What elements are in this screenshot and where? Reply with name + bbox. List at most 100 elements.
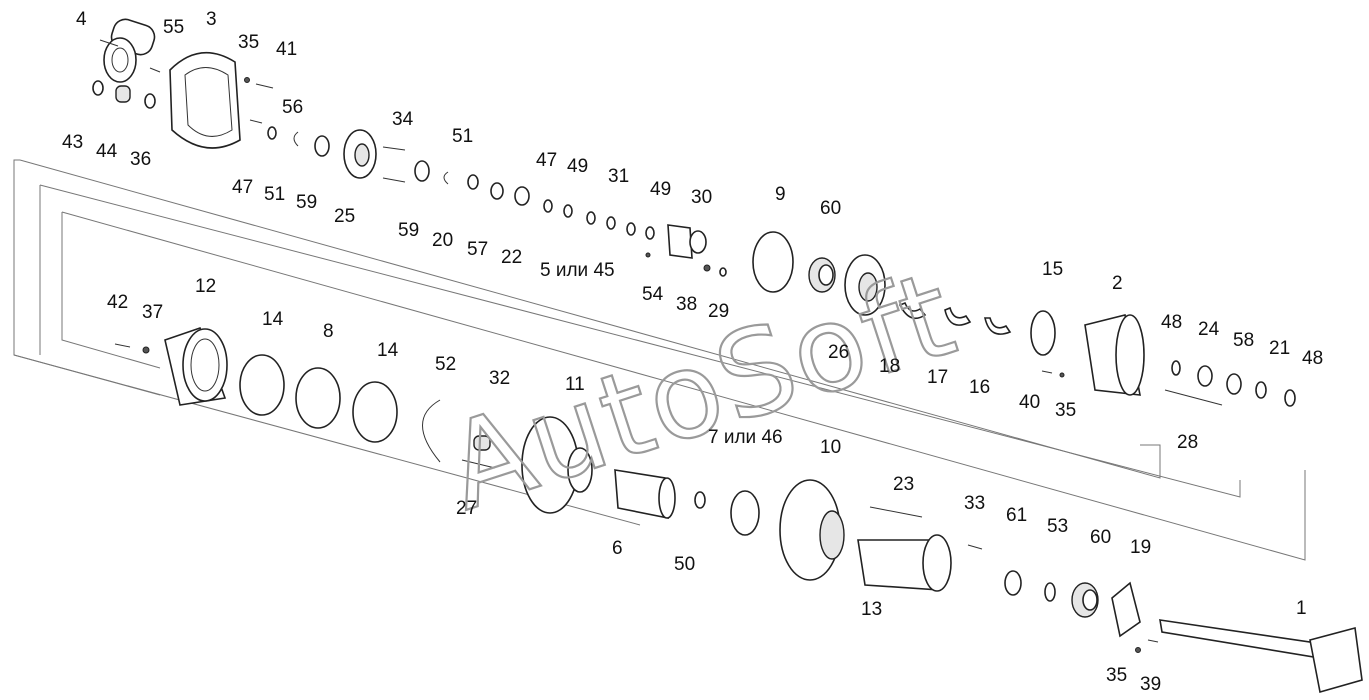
label-40: 40 <box>1019 392 1040 413</box>
label-24: 24 <box>1198 319 1220 340</box>
part-23 <box>869 506 923 518</box>
label-4: 4 <box>76 9 87 30</box>
label-55: 55 <box>163 17 184 38</box>
part-19 <box>1111 581 1141 638</box>
part-47b <box>543 199 553 213</box>
part-26 <box>844 254 886 316</box>
label-7-or-46: 7 или 46 <box>708 427 783 448</box>
label-51: 51 <box>452 126 473 147</box>
part-20 <box>467 174 479 190</box>
part-53 <box>1044 582 1056 602</box>
label-19: 19 <box>1130 537 1151 558</box>
part-28 <box>1164 389 1223 406</box>
part-33 <box>967 544 983 550</box>
label-15: 15 <box>1042 259 1063 280</box>
label-56: 56 <box>282 97 303 118</box>
assembly-frame <box>13 159 1306 561</box>
part-8 <box>295 367 341 429</box>
part-14b <box>352 381 398 443</box>
label-17: 17 <box>927 367 948 388</box>
part-21 <box>1255 381 1267 399</box>
part-50 <box>694 491 706 509</box>
part-55 <box>149 67 161 73</box>
label-31: 31 <box>608 166 629 187</box>
label-20: 20 <box>432 230 453 251</box>
part-32 <box>473 435 491 451</box>
part-42 <box>114 343 131 348</box>
label-53: 53 <box>1047 516 1068 537</box>
label-59: 59 <box>296 192 317 213</box>
part-48b <box>1284 389 1296 407</box>
part-31b <box>606 216 616 230</box>
part-6 <box>614 469 676 519</box>
label-59: 59 <box>398 220 419 241</box>
part-44 <box>115 85 131 103</box>
part-1 <box>1159 619 1363 694</box>
part-54 <box>645 252 651 258</box>
part-13 <box>857 534 952 592</box>
part-25 <box>343 129 377 179</box>
label-48: 48 <box>1302 348 1323 369</box>
label-11: 11 <box>565 374 585 395</box>
part-17 <box>944 306 972 326</box>
part-16 <box>983 317 1012 335</box>
part-12 <box>164 326 228 406</box>
label-6: 6 <box>612 538 623 559</box>
part-47a <box>267 126 277 140</box>
label-5-or-45: 5 или 45 <box>540 260 615 281</box>
label-16: 16 <box>969 377 990 398</box>
part-24 <box>1197 365 1213 387</box>
label-36: 36 <box>130 149 151 170</box>
part-4 <box>99 18 156 83</box>
label-14: 14 <box>262 309 284 330</box>
part-14a <box>239 354 285 416</box>
label-60: 60 <box>820 198 841 219</box>
part-29 <box>719 267 727 277</box>
label-10: 10 <box>820 437 841 458</box>
part-58 <box>1226 373 1242 395</box>
part-11 <box>521 416 593 514</box>
label-32: 32 <box>489 368 510 389</box>
part-48a <box>1171 360 1181 376</box>
label-60: 60 <box>1090 527 1111 548</box>
label-3: 3 <box>206 9 217 30</box>
label-18: 18 <box>879 356 900 377</box>
label-33: 33 <box>964 493 985 514</box>
part-22 <box>514 186 530 206</box>
label-30: 30 <box>691 187 712 208</box>
part-60-bottom <box>1071 582 1099 618</box>
label-14: 14 <box>377 340 399 361</box>
label-34: 34 <box>392 109 414 130</box>
part-15 <box>1030 310 1056 356</box>
label-58: 58 <box>1233 330 1254 351</box>
label-9: 9 <box>775 184 786 205</box>
part-2 <box>1084 314 1145 396</box>
part-60-top <box>808 257 836 293</box>
label-29: 29 <box>708 301 729 322</box>
part-35-bottom <box>1135 647 1141 653</box>
label-47: 47 <box>536 150 557 171</box>
label-26: 26 <box>828 342 849 363</box>
part-37 <box>142 346 150 354</box>
label-51: 51 <box>264 184 285 205</box>
part-49a <box>563 204 573 218</box>
label-41: 41 <box>276 39 297 60</box>
part-7-or-46 <box>730 490 760 536</box>
label-21: 21 <box>1269 338 1290 359</box>
label-48: 48 <box>1161 312 1182 333</box>
label-49: 49 <box>650 179 671 200</box>
part-31a <box>586 211 596 225</box>
part-18 <box>898 301 927 320</box>
label-54: 54 <box>642 284 664 305</box>
label-13: 13 <box>861 599 882 620</box>
part-57 <box>490 182 504 200</box>
callout-labels: 4 55 3 35 41 56 43 44 36 34 51 47 51 59 … <box>62 9 1323 695</box>
part-39 <box>1147 639 1159 643</box>
part-35-top <box>244 77 250 83</box>
part-43 <box>92 80 104 96</box>
part-61 <box>1004 570 1022 596</box>
label-23: 23 <box>893 474 914 495</box>
label-49: 49 <box>567 156 588 177</box>
label-43: 43 <box>62 132 83 153</box>
part-34b <box>382 177 406 183</box>
